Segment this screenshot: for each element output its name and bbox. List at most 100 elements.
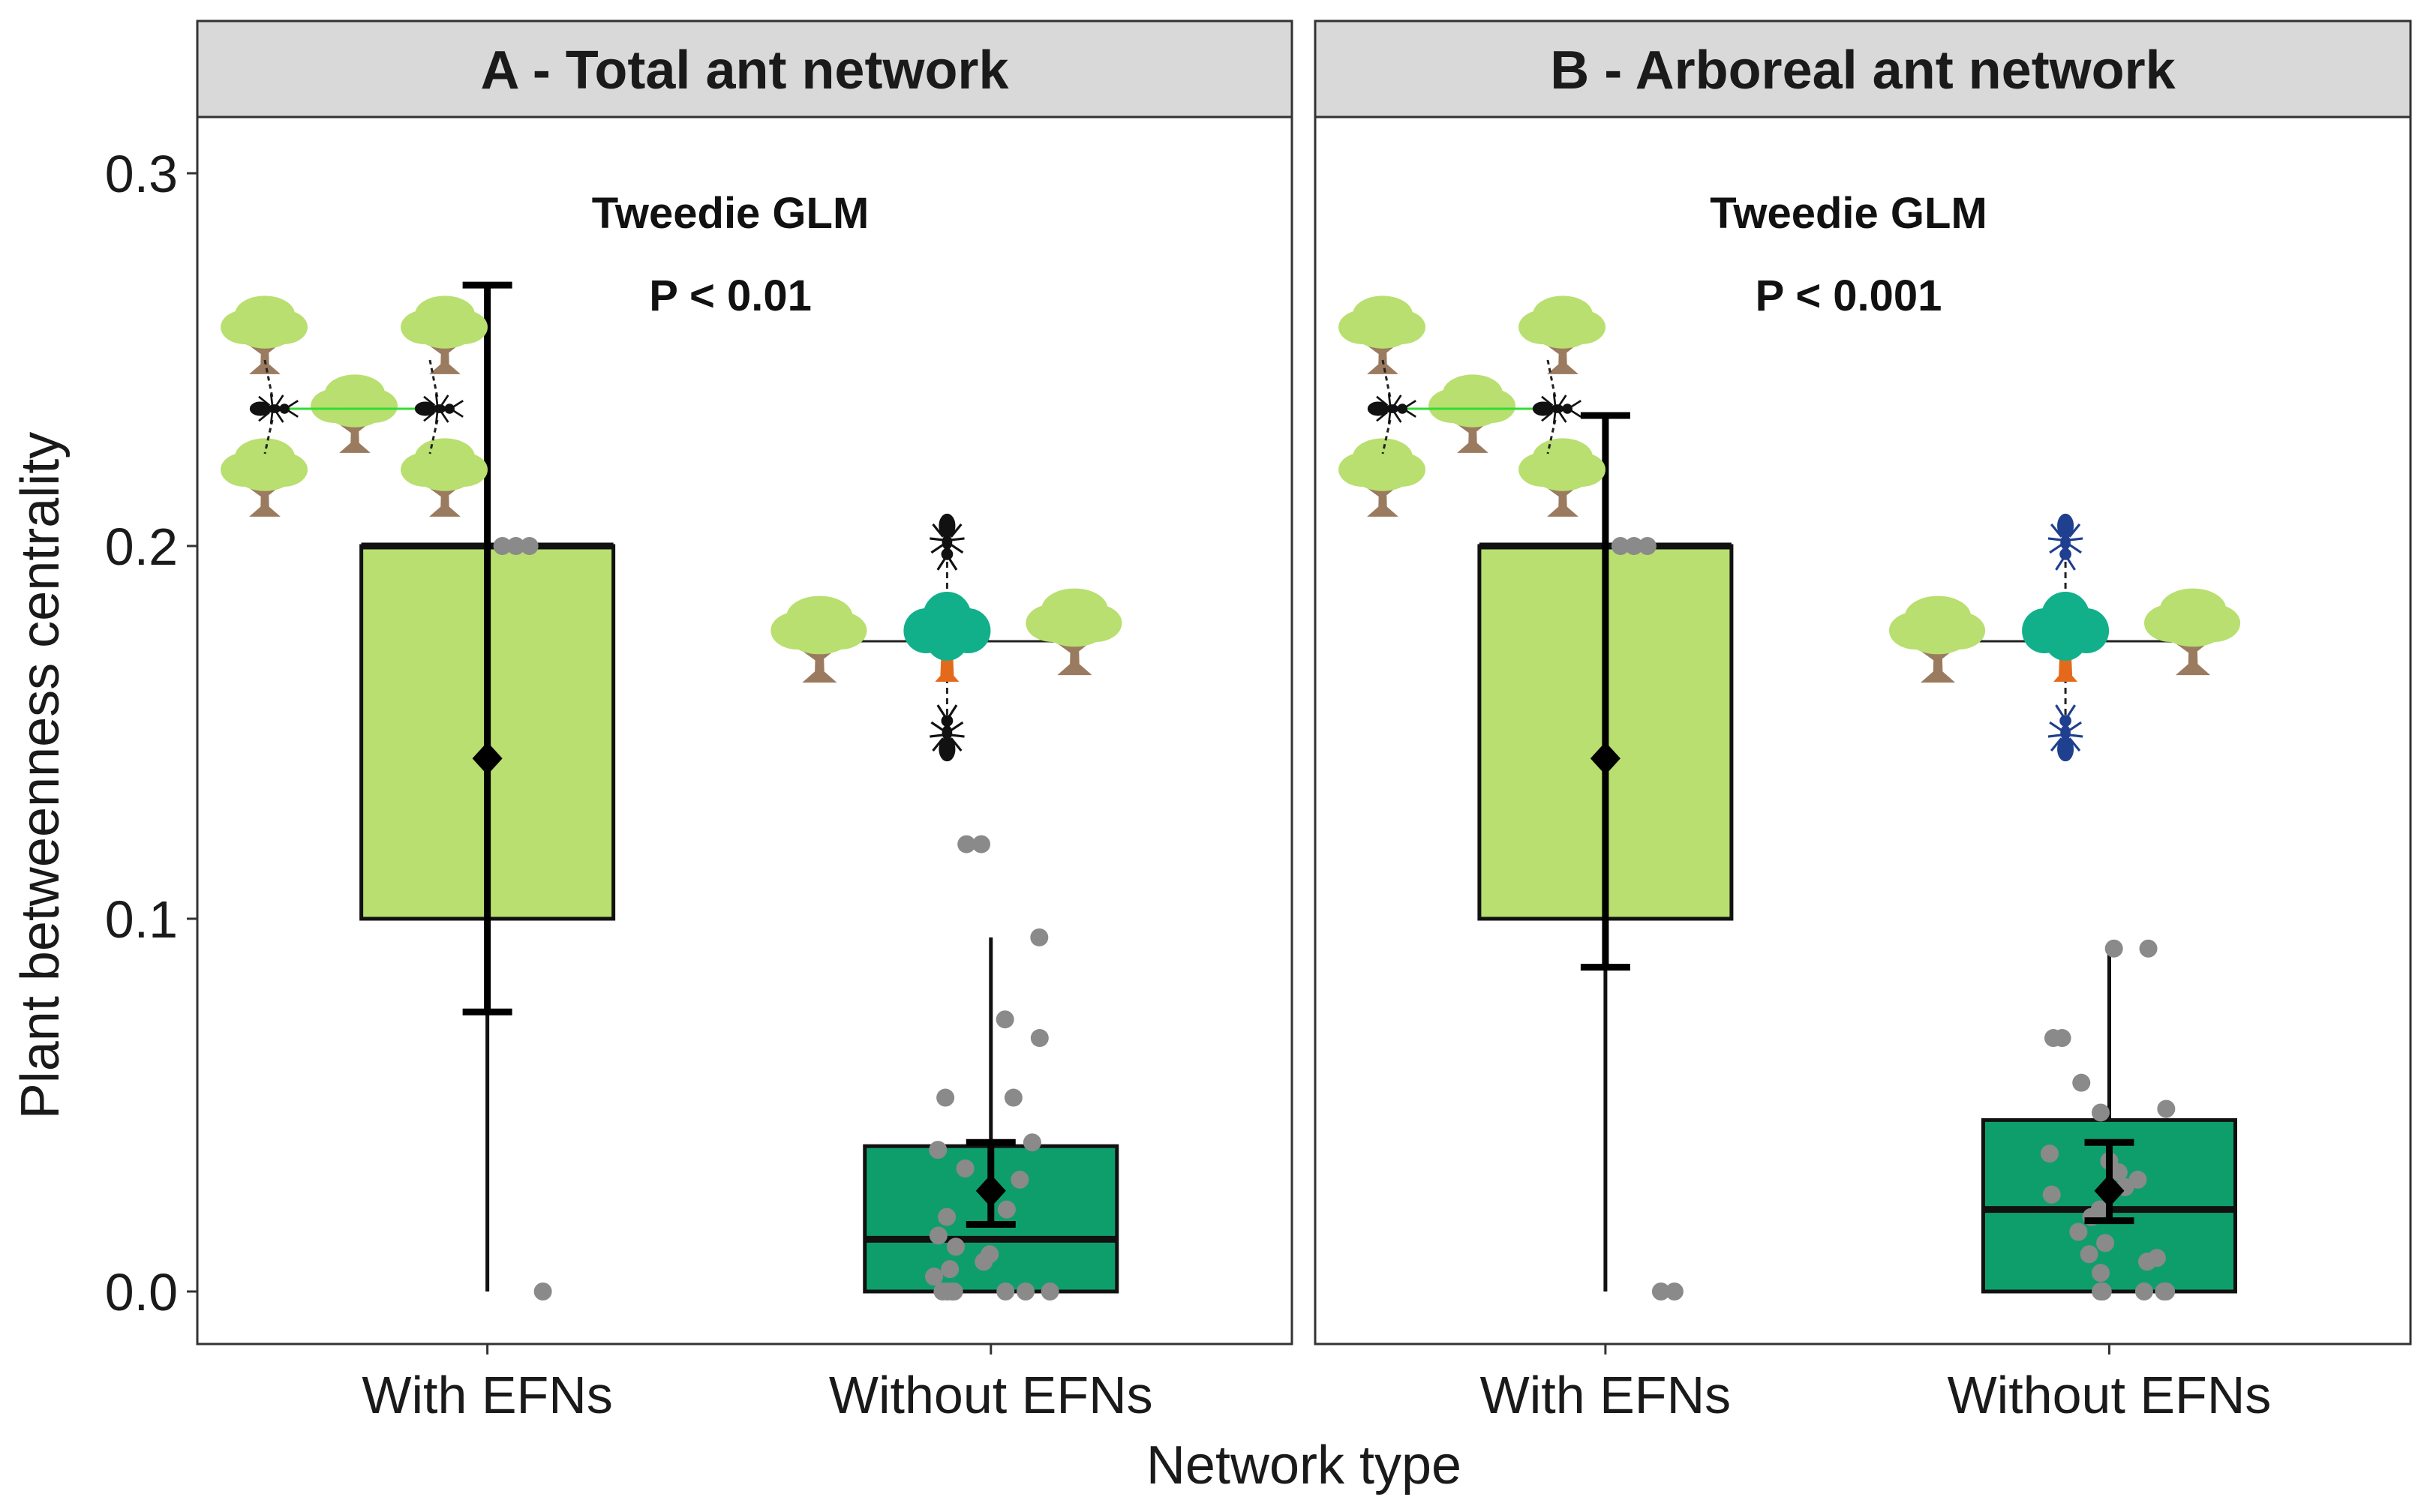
data-point — [1023, 1133, 1041, 1152]
tree-icon — [311, 374, 398, 453]
data-point — [936, 1088, 955, 1107]
panel-border — [1314, 116, 2412, 1346]
data-point — [533, 1282, 552, 1300]
x-tick-label: With EFNs — [1480, 1366, 1731, 1424]
y-tick-label: 0.1 — [105, 890, 178, 949]
data-point — [2157, 1100, 2176, 1118]
tree-icon — [401, 296, 488, 374]
data-point — [493, 537, 512, 555]
ant-icon — [413, 392, 464, 425]
axes-layer — [187, 172, 2110, 1354]
network-illustration-0 — [221, 296, 1122, 763]
data-point — [2042, 1185, 2061, 1204]
tree-icon — [1518, 438, 1605, 517]
data-point — [1030, 928, 1049, 946]
facet-strip-1 — [1314, 20, 2412, 118]
x-tick-label: Without EFNs — [1948, 1366, 2272, 1424]
data-point — [2109, 1162, 2128, 1181]
link-line — [263, 419, 274, 454]
tree-icon — [221, 296, 308, 374]
data-point — [2138, 1252, 2157, 1271]
tree-icon — [1518, 296, 1605, 374]
data-point — [1030, 1029, 1049, 1048]
data-point — [1611, 537, 1630, 555]
data-point — [1665, 1282, 1684, 1300]
link-line — [263, 359, 274, 398]
data-point — [957, 835, 976, 854]
x-tick-label: Without EFNs — [829, 1366, 1153, 1424]
mean-marker — [2094, 1174, 2125, 1208]
box-group-0 — [359, 281, 616, 1300]
facet-title: A - Total ant network — [480, 40, 1009, 100]
link-line — [428, 359, 439, 398]
box-group-1 — [1981, 939, 2237, 1300]
y-axis-title: Plant betweenness centrality — [11, 432, 71, 1120]
data-point — [2072, 1073, 2091, 1092]
data-point — [947, 1238, 966, 1256]
facet-title: B - Arboreal ant network — [1550, 40, 2176, 100]
tree-icon — [1338, 438, 1425, 517]
tree-icon — [1338, 296, 1425, 374]
data-point — [2041, 1144, 2059, 1163]
data-point — [2104, 939, 2123, 958]
link-line — [428, 419, 439, 454]
data-point — [2157, 1282, 2176, 1300]
data-point — [2139, 939, 2158, 958]
panel-border — [196, 116, 1293, 1346]
data-point — [2093, 1282, 2112, 1300]
tree-icon — [401, 438, 488, 517]
data-point — [2134, 1282, 2153, 1300]
data-point — [938, 1208, 957, 1226]
data-point — [1651, 1282, 1670, 1300]
data-point — [933, 1282, 952, 1300]
data-point — [520, 537, 539, 555]
test-label: Tweedie GLM — [592, 189, 870, 238]
tree-icon — [1026, 589, 1122, 676]
x-tick-label: With EFNs — [362, 1366, 612, 1424]
data-point — [2069, 1222, 2088, 1241]
efn-tree-icon — [2022, 592, 2109, 682]
link-line — [1381, 359, 1392, 398]
link-line — [1546, 359, 1557, 398]
data-point — [956, 1159, 975, 1178]
y-tick-label: 0.3 — [105, 145, 178, 203]
efn-tree-icon — [903, 592, 990, 682]
data-point — [1638, 537, 1657, 555]
network-illustration-1 — [1338, 296, 2240, 763]
tree-icon — [1428, 374, 1515, 453]
tree-icon — [1889, 596, 1985, 683]
x-axis-title: Network type — [1146, 1436, 1461, 1496]
box-group-0 — [1477, 412, 1734, 1300]
mean-marker — [472, 742, 503, 776]
data-point — [996, 1282, 1015, 1300]
data-point — [2091, 1103, 2110, 1122]
facet-strip-0 — [196, 20, 1293, 118]
tree-icon — [770, 596, 867, 683]
test-label: Tweedie GLM — [1710, 189, 1987, 238]
link-line — [1546, 419, 1557, 454]
data-point — [997, 1200, 1016, 1219]
y-tick-label: 0.2 — [105, 518, 178, 576]
box-group-1 — [863, 835, 1119, 1300]
data-point — [924, 1268, 943, 1286]
p-value-label: P < 0.01 — [649, 272, 812, 320]
data-point — [972, 835, 990, 854]
y-tick-label: 0.0 — [105, 1263, 178, 1322]
mean-marker — [975, 1174, 1006, 1208]
data-point — [1624, 537, 1643, 555]
tree-icon — [2144, 589, 2240, 676]
tree-icon — [221, 438, 308, 517]
data-point — [929, 1226, 948, 1245]
data-point — [975, 1252, 993, 1271]
illustration-layer — [221, 296, 2240, 763]
data-point — [1017, 1282, 1035, 1300]
ant-icon — [2047, 512, 2084, 572]
data-point — [1011, 1170, 1029, 1189]
ant-icon — [928, 512, 966, 572]
data-point — [506, 537, 525, 555]
data-point — [996, 1010, 1014, 1029]
panels-layer — [196, 20, 2412, 1346]
link-line — [1381, 419, 1392, 454]
